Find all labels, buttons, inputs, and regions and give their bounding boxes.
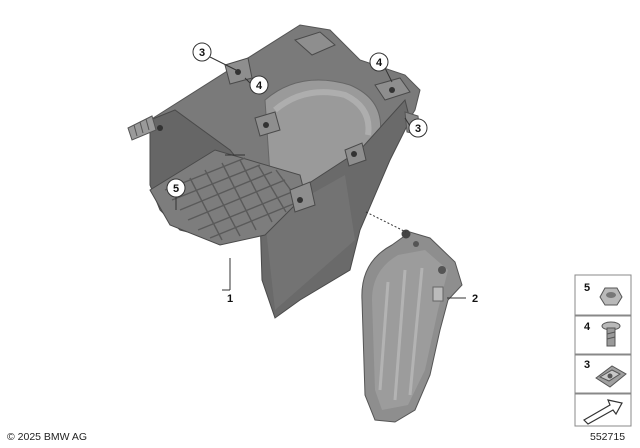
svg-text:5: 5: [173, 183, 179, 195]
part-2-splash-guard[interactable]: [361, 211, 463, 423]
svg-text:3: 3: [584, 359, 590, 371]
callout-5: 5: [166, 178, 186, 198]
svg-text:4: 4: [584, 321, 591, 333]
legend-item-screw[interactable]: 4: [574, 315, 632, 355]
svg-text:3: 3: [199, 47, 205, 59]
callout-3-right: 3: [408, 118, 428, 138]
svg-text:5: 5: [584, 282, 590, 294]
diagram-id: 552715: [590, 431, 626, 443]
callout-1: 1: [227, 293, 233, 305]
legend-arrow-box: [574, 393, 632, 427]
svg-text:2: 2: [472, 293, 478, 305]
legend-item-clip-nut[interactable]: 3: [574, 354, 632, 394]
svg-text:3: 3: [415, 123, 421, 135]
screw-icon: [601, 321, 621, 347]
svg-text:4: 4: [256, 80, 263, 92]
svg-text:1: 1: [227, 293, 233, 305]
legend-item-nut[interactable]: 5: [574, 274, 632, 316]
callout-4-top-right: 4: [369, 52, 389, 72]
part-1-housing[interactable]: [127, 24, 421, 319]
arrow-icon: [583, 399, 623, 425]
clip-nut-icon: [595, 365, 627, 388]
copyright-text: © 2025 BMW AG: [7, 431, 88, 443]
callout-2: 2: [472, 293, 478, 305]
nut-icon: [599, 287, 623, 306]
svg-text:4: 4: [376, 57, 383, 69]
callout-4-top-left: 4: [249, 75, 269, 95]
callout-3-top-left: 3: [192, 42, 212, 62]
